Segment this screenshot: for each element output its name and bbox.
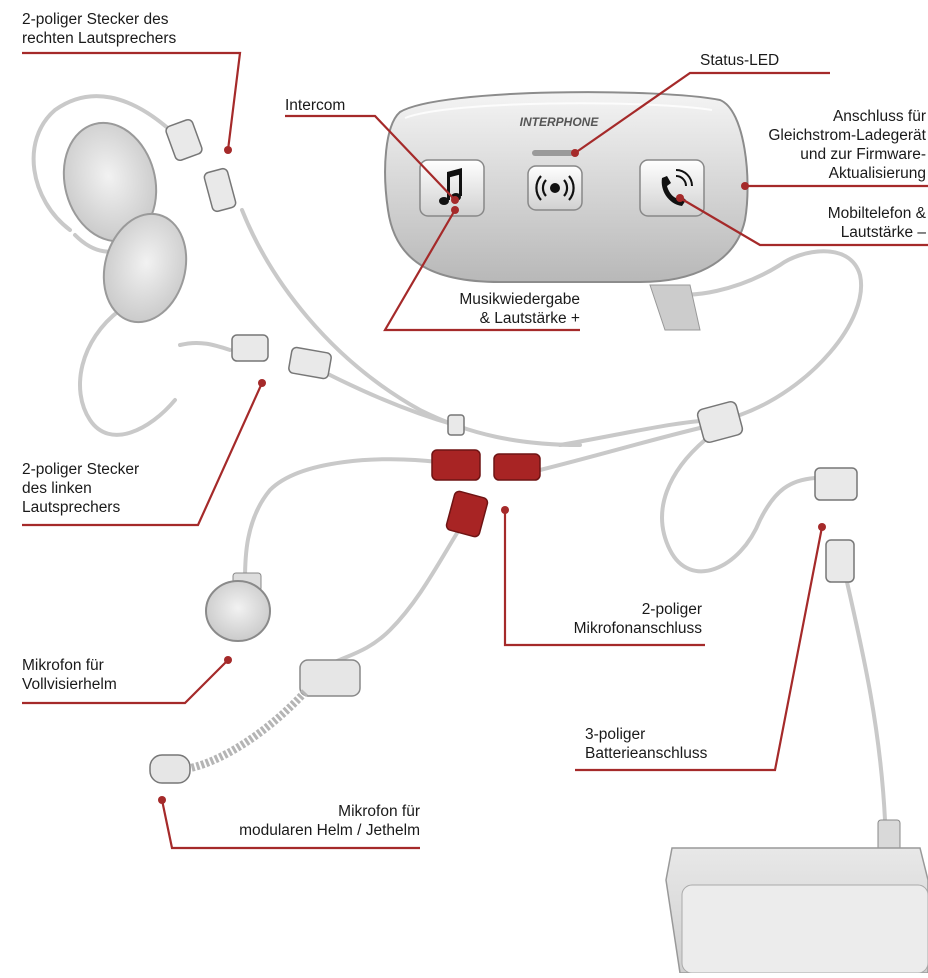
label-battery-connector: 3-poliger Batterieanschluss — [585, 725, 707, 763]
label-right-speaker: 2-poliger Stecker des rechten Lautsprech… — [22, 10, 176, 48]
label-line: Musikwiedergabe — [459, 291, 580, 308]
left-speaker-plug — [231, 334, 269, 362]
leader-dots — [158, 146, 826, 804]
device-buttons — [419, 159, 705, 217]
label-intercom: Intercom — [285, 96, 345, 115]
label-line: 2-poliger — [641, 601, 702, 618]
right-speaker-plug — [165, 118, 203, 162]
mic-connectors — [431, 449, 541, 538]
mic-connector-plug — [431, 449, 481, 481]
label-line: & Lautstärke + — [479, 310, 580, 327]
label-line: Mobiltelefon & — [827, 205, 926, 222]
label-line: und zur Firmware- — [800, 146, 926, 163]
label-dc-charger: Anschluss für Gleichstrom-Ladegerät und … — [768, 107, 926, 183]
label-modular-mic: Mikrofon für modularen Helm / Jethelm — [180, 802, 420, 840]
grey-connectors — [165, 118, 858, 583]
brand-logo: INTERPHONE — [520, 115, 600, 129]
label-line: 3-poliger — [585, 726, 646, 743]
y-junction — [696, 401, 744, 443]
intercom-icon — [535, 175, 575, 201]
label-left-speaker: 2-poliger Stecker des linken Lautspreche… — [22, 460, 139, 517]
label-fullface-mic: Mikrofon für Vollvisierhelm — [22, 656, 117, 694]
label-line: Lautsprechers — [22, 499, 121, 516]
left-speaker — [102, 212, 188, 324]
label-line: Mikrofon für — [22, 657, 104, 674]
mic-connector-socket — [493, 453, 541, 481]
fullface-mic — [205, 572, 271, 642]
modular-mic — [149, 659, 361, 784]
label-line: des linken — [22, 480, 92, 497]
label-line: Aktualisierung — [828, 165, 926, 182]
battery-plug — [814, 467, 858, 501]
modular-mic-plug — [445, 490, 489, 538]
left-speaker-socket — [288, 346, 332, 380]
battery-pack — [665, 819, 928, 974]
main-harness-cable — [240, 208, 582, 447]
label-line: 2-poliger Stecker — [22, 461, 140, 478]
label-mic-connector: 2-poliger Mikrofonanschluss — [520, 600, 702, 638]
status-led — [532, 150, 574, 156]
label-line: Lautstärke – — [840, 224, 926, 241]
right-speaker-cable — [31, 94, 172, 232]
label-music: Musikwiedergabe & Lautstärke + — [420, 290, 580, 328]
label-line: Mikrofonanschluss — [573, 620, 702, 637]
label-line: Gleichstrom-Ladegerät — [768, 127, 926, 144]
label-line: rechten Lautsprechers — [22, 30, 177, 47]
headset-device — [384, 91, 749, 283]
label-line: modularen Helm / Jethelm — [239, 822, 420, 839]
label-line: 2-poliger Stecker des — [22, 11, 169, 28]
right-speaker-socket — [203, 167, 237, 213]
label-line: Intercom — [285, 97, 346, 114]
cables — [31, 94, 887, 822]
label-line: Status-LED — [700, 52, 780, 69]
label-mobile-phone: Mobiltelefon & Lautstärke – — [828, 204, 926, 242]
speakers — [62, 121, 188, 324]
label-line: Vollvisierhelm — [22, 676, 117, 693]
battery-socket — [825, 539, 855, 583]
leader-lines — [22, 51, 928, 850]
label-line: Anschluss für — [832, 108, 926, 125]
label-line: Batterieanschluss — [585, 745, 708, 762]
label-line: Mikrofon für — [338, 803, 420, 820]
label-status-led: Status-LED — [700, 51, 779, 70]
